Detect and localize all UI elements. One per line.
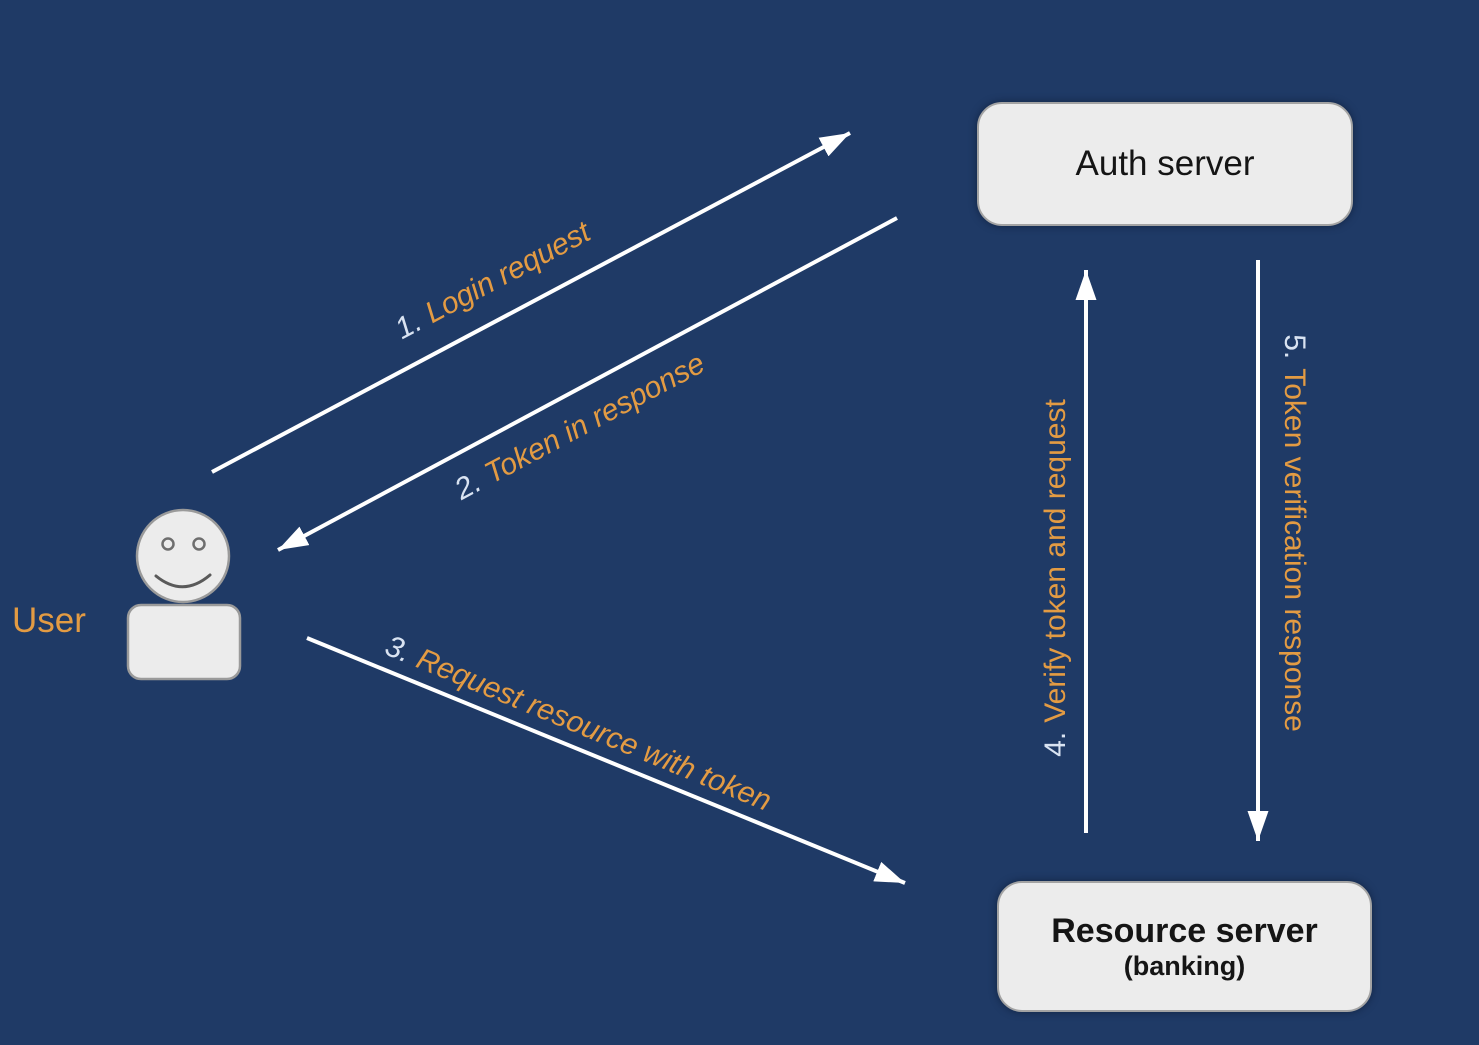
- resource-server-label: Resource server: [1051, 911, 1318, 950]
- arrow-4-label: 4. Verify token and request: [1039, 399, 1073, 757]
- auth-server-label: Auth server: [1075, 144, 1255, 183]
- arrow-3-request-resource-line: [306, 636, 906, 885]
- auth-server-box: Auth server: [977, 102, 1353, 226]
- user-right-eye-icon: [192, 537, 206, 551]
- user-icon: [126, 508, 242, 681]
- user-body-icon: [126, 603, 242, 681]
- user-left-eye-icon: [161, 537, 175, 551]
- resource-server-sublabel: (banking): [1123, 951, 1246, 982]
- arrow-1-login-request-line: [211, 131, 851, 474]
- arrow-5-label: 5. Token verification response: [1277, 334, 1311, 732]
- arrow-5-text: Token verification response: [1278, 368, 1311, 732]
- arrow-5-number: 5.: [1278, 334, 1311, 360]
- user-label: User: [12, 601, 86, 640]
- arrow-2-token-response-line: [277, 216, 898, 552]
- resource-server-box: Resource server (banking): [997, 881, 1372, 1012]
- arrow-4-number: 4.: [1039, 731, 1072, 757]
- arrow-4-text: Verify token and request: [1039, 399, 1072, 723]
- user-smile-icon: [154, 573, 212, 589]
